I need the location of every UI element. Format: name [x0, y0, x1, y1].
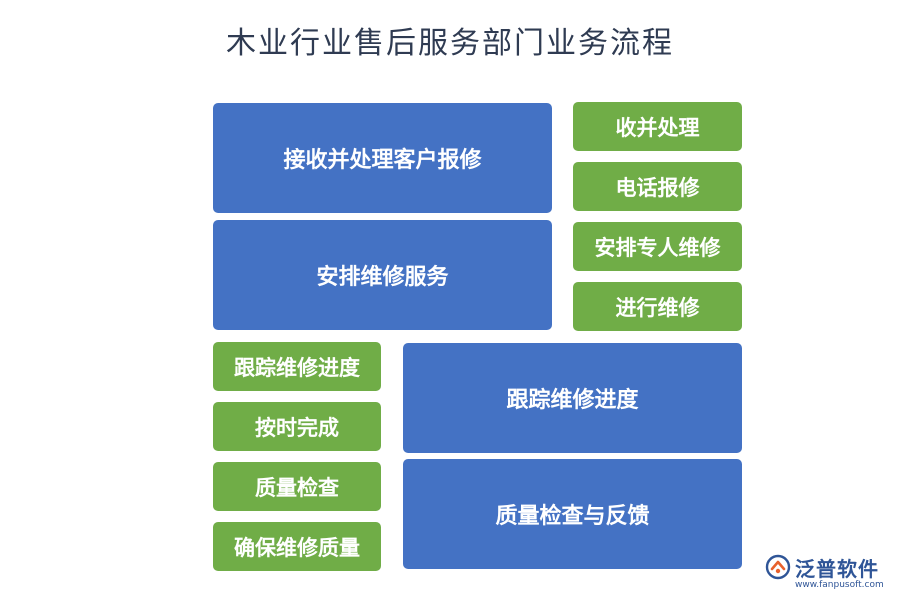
step-perform-repair: 进行维修	[573, 282, 742, 331]
logo-mark-icon	[765, 554, 791, 580]
logo-name: 泛普软件	[795, 557, 879, 581]
block-receive-repair: 接收并处理客户报修	[213, 103, 552, 213]
step-quality-check: 质量检查	[213, 462, 381, 511]
block-quality-feedback: 质量检查与反馈	[403, 459, 742, 569]
brand-logo: 泛普软件 www.fanpusoft.com	[765, 552, 895, 596]
step-phone-report: 电话报修	[573, 162, 742, 211]
block-track-progress: 跟踪维修进度	[403, 343, 742, 453]
block-arrange-service: 安排维修服务	[213, 220, 552, 330]
step-assign-technician: 安排专人维修	[573, 222, 742, 271]
step-receive-handle: 收并处理	[573, 102, 742, 151]
step-on-time: 按时完成	[213, 402, 381, 451]
page-title: 木业行业售后服务部门业务流程	[226, 26, 674, 61]
step-ensure-quality: 确保维修质量	[213, 522, 381, 571]
step-track-progress: 跟踪维修进度	[213, 342, 381, 391]
logo-url: www.fanpusoft.com	[795, 580, 884, 590]
